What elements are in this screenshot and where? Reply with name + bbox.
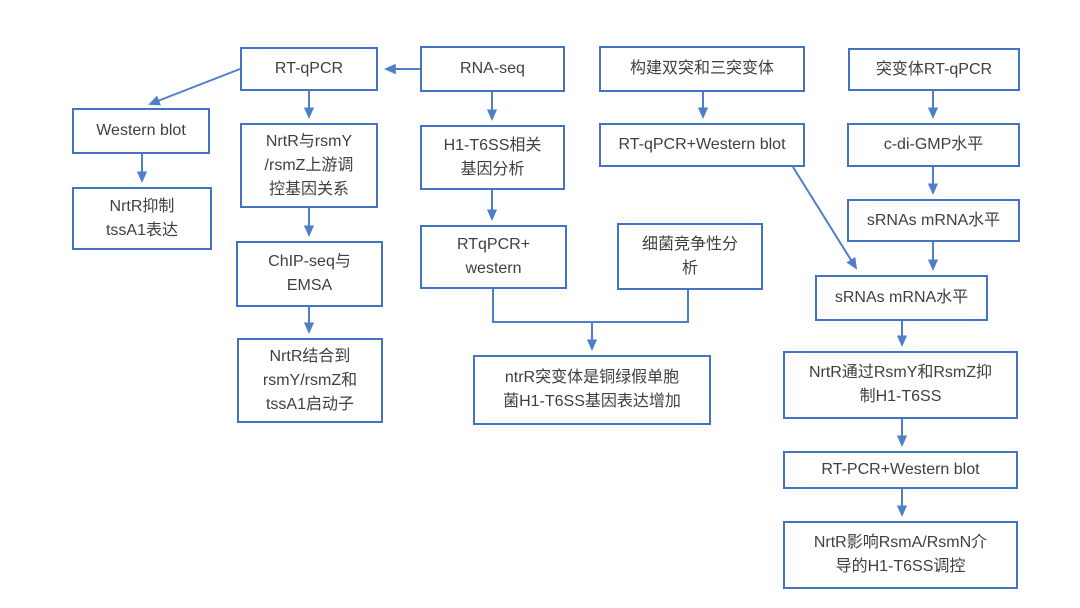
node-construct-mutants: 构建双突和三突变体 (599, 46, 805, 92)
node-srnas-mrna-level-2: sRNAs mRNA水平 (815, 275, 988, 321)
node-ntrr-mutant-increase: ntrR突变体是铜绿假单胞 菌H1-T6SS基因表达增加 (473, 355, 711, 425)
arrow-rt-qpcr-to-western-blot (148, 68, 241, 106)
node-nrtr-rsmy-rsmz-relation: NrtR与rsmY /rsmZ上游调 控基因关系 (240, 123, 378, 208)
node-bacterial-competition: 细菌竞争性分 析 (617, 223, 763, 290)
node-rna-seq: RNA-seq (420, 46, 565, 92)
node-srnas-mrna-level-1: sRNAs mRNA水平 (847, 199, 1020, 242)
connector-join-rtqpcr-competition (492, 289, 689, 323)
node-rtqpcr-western: RTqPCR+ western (420, 225, 567, 289)
node-rt-qpcr-western-blot: RT-qPCR+Western blot (599, 123, 805, 167)
node-mutant-rt-qpcr: 突变体RT-qPCR (848, 48, 1020, 91)
node-chipseq-emsa: ChIP-seq与 EMSA (236, 241, 383, 307)
node-rt-qpcr: RT-qPCR (240, 47, 378, 91)
node-nrtr-binds-promoters: NrtR结合到 rsmY/rsmZ和 tssA1启动子 (237, 338, 383, 423)
node-nrtr-affects-rsma-rsmn: NrtR影响RsmA/RsmN介 导的H1-T6SS调控 (783, 521, 1018, 589)
node-nrtr-via-rsmy-rsmz: NrtR通过RsmY和RsmZ抑 制H1-T6SS (783, 351, 1018, 419)
node-nrtr-represses-tssa1: NrtR抑制 tssA1表达 (72, 187, 212, 250)
node-h1t6ss-gene-analysis: H1-T6SS相关 基因分析 (420, 125, 565, 190)
node-western-blot: Western blot (72, 108, 210, 154)
node-rt-pcr-western-blot: RT-PCR+Western blot (783, 451, 1018, 489)
node-c-di-gmp-level: c-di-GMP水平 (847, 123, 1020, 167)
